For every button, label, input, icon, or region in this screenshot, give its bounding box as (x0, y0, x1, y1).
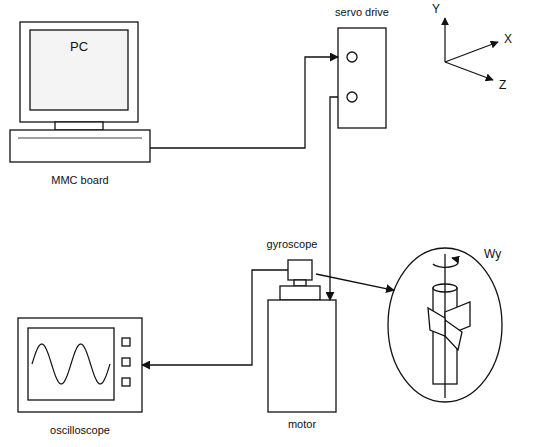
oscilloscope-node: oscilloscope (18, 318, 142, 412)
connector-arrow (330, 97, 338, 300)
connector-arrow (316, 274, 394, 290)
node-label: oscilloscope (50, 424, 110, 437)
connector-arrow (142, 270, 288, 365)
servo-drive-box (338, 28, 386, 128)
connector-arrow (150, 57, 338, 148)
computer-node: PCMMC board (10, 22, 150, 162)
motor-node: motor (268, 300, 336, 412)
node-label: gyroscope (267, 238, 318, 251)
node-label: PC (70, 40, 88, 53)
axis-label: Y (432, 2, 440, 16)
gyroscope-detail-node: Wy (388, 248, 502, 402)
oscilloscope-body (18, 318, 142, 412)
gyroscope-node: gyroscope (288, 260, 312, 280)
gyroscope-detail (388, 248, 502, 402)
axis-label: Z (499, 78, 506, 92)
servo-drive-node: servo drive (338, 28, 386, 128)
axes (445, 18, 498, 80)
node-caption: MMC board (51, 174, 108, 187)
axis-label: X (504, 32, 512, 46)
motor-assembly (268, 260, 336, 412)
node-label: servo drive (335, 6, 389, 19)
node-label: motor (288, 418, 316, 431)
pc-computer (10, 22, 150, 162)
node-label: Wy (484, 248, 501, 261)
